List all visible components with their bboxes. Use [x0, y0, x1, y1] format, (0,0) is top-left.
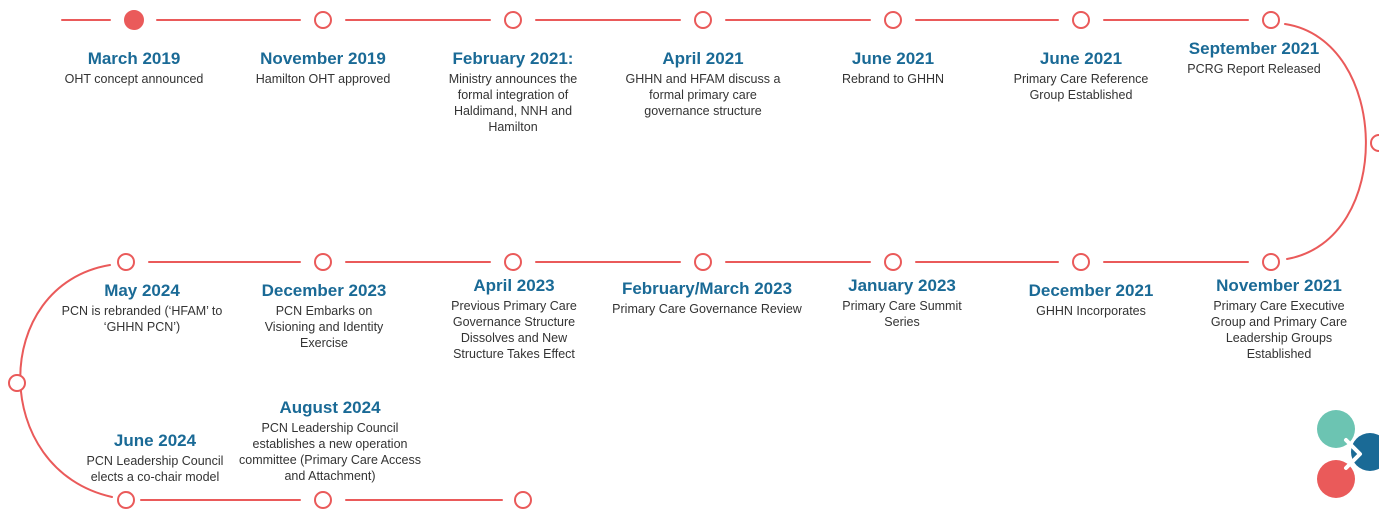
event-description: GHHN and HFAM discuss a formal primary c… — [625, 72, 781, 118]
event-description: Previous Primary Care Governance Structu… — [451, 299, 577, 361]
event-june-2024: June 2024 PCN Leadership Council elects … — [80, 431, 230, 485]
timeline-marker — [884, 253, 902, 271]
event-date: September 2021 — [1188, 39, 1320, 58]
event-description: Rebrand to GHHN — [841, 72, 945, 86]
event-description: PCN Leadership Council elects a co-chair… — [86, 454, 224, 484]
timeline-marker — [1262, 11, 1280, 29]
timeline-marker — [314, 11, 332, 29]
timeline-marker — [124, 10, 144, 30]
event-june-2021-reference-group: June 2021 Primary Care Reference Group E… — [1006, 49, 1156, 103]
event-date: November 2019 — [260, 49, 386, 68]
timeline-marker — [504, 11, 522, 29]
event-december-2021: December 2021 GHHN Incorporates — [1006, 281, 1176, 319]
timeline-marker — [504, 253, 522, 271]
event-date: June 2024 — [113, 431, 197, 450]
timeline-marker — [694, 11, 712, 29]
event-date: April 2021 — [662, 49, 744, 68]
timeline-markers — [8, 10, 1379, 509]
event-january-2023: January 2023 Primary Care Summit Series — [827, 276, 977, 330]
timeline-marker — [1072, 11, 1090, 29]
timeline-marker — [514, 491, 532, 509]
event-description: PCN Leadership Council establishes a new… — [239, 421, 421, 483]
timeline-marker — [314, 253, 332, 271]
event-june-2021-rebrand: June 2021 Rebrand to GHHN — [808, 49, 978, 87]
timeline-marker — [314, 491, 332, 509]
timeline-marker — [1072, 253, 1090, 271]
event-september-2021: September 2021 PCRG Report Released — [1169, 39, 1339, 77]
event-date: December 2023 — [261, 281, 387, 300]
event-date: August 2024 — [279, 398, 381, 417]
event-february-2021: February 2021: Ministry announces the fo… — [438, 49, 588, 135]
event-november-2019: November 2019 Hamilton OHT approved — [238, 49, 408, 87]
event-date: June 2021 — [1039, 49, 1123, 68]
event-date: November 2021 — [1216, 276, 1342, 295]
event-date: June 2021 — [851, 49, 935, 68]
event-description: Primary Care Reference Group Established — [1013, 72, 1149, 102]
event-date: January 2023 — [848, 276, 956, 295]
timeline-marker — [1262, 253, 1280, 271]
event-date: March 2019 — [87, 49, 181, 68]
event-december-2023: December 2023 PCN Embarks on Visioning a… — [249, 281, 399, 351]
event-description: OHT concept announced — [64, 72, 204, 86]
event-description: Ministry announces the formal integratio… — [448, 72, 578, 134]
event-march-2019: March 2019 OHT concept announced — [49, 49, 219, 87]
event-february-march-2023: February/March 2023 Primary Care Governa… — [607, 279, 807, 317]
event-april-2021: April 2021 GHHN and HFAM discuss a forma… — [618, 49, 788, 119]
event-april-2023: April 2023 Previous Primary Care Governa… — [434, 276, 594, 362]
timeline-marker — [8, 374, 26, 392]
event-may-2024: May 2024 PCN is rebranded (‘HFAM’ to ‘GH… — [57, 281, 227, 335]
timeline-marker — [117, 491, 135, 509]
event-description: Primary Care Executive Group and Primary… — [1210, 299, 1348, 361]
event-date: December 2021 — [1028, 281, 1154, 300]
right-turn-curve — [1284, 23, 1367, 260]
timeline-marker — [884, 11, 902, 29]
event-description: PCN Embarks on Visioning and Identity Ex… — [264, 304, 384, 350]
event-description: PCN is rebranded (‘HFAM’ to ‘GHHN PCN’) — [61, 304, 223, 334]
event-date: February 2021: — [452, 49, 574, 68]
event-date: February/March 2023 — [621, 279, 793, 298]
timeline-marker — [694, 253, 712, 271]
timeline-marker — [117, 253, 135, 271]
event-date: April 2023 — [473, 276, 555, 295]
organization-logo — [1317, 410, 1379, 498]
logo-blue-circle — [1351, 433, 1379, 471]
timeline-connector-lines — [19, 19, 1367, 501]
event-description: Primary Care Governance Review — [612, 302, 802, 316]
event-description: Primary Care Summit Series — [842, 299, 962, 329]
event-description: PCRG Report Released — [1187, 62, 1321, 76]
timeline-marker — [1370, 134, 1379, 152]
logo-chevron-icon — [1344, 438, 1362, 470]
event-november-2021: November 2021 Primary Care Executive Gro… — [1204, 276, 1354, 362]
event-description: GHHN Incorporates — [1036, 304, 1146, 318]
event-august-2024: August 2024 PCN Leadership Council estab… — [238, 398, 423, 484]
event-description: Hamilton OHT approved — [255, 72, 391, 86]
event-date: May 2024 — [104, 281, 180, 300]
